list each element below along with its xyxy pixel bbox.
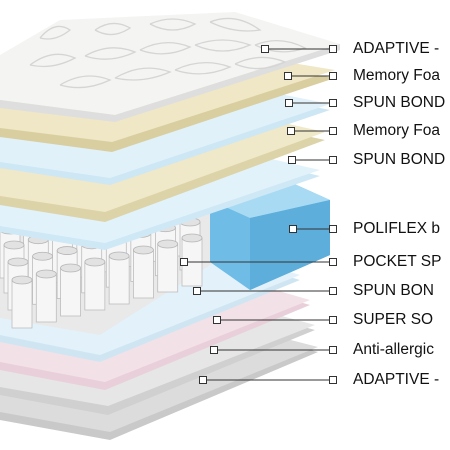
poliflex-block [210,182,330,290]
layer-label-5: POLIFLEX b [353,220,441,237]
leader-10 [199,376,337,384]
leader-3 [287,127,337,135]
layer-label-1: Memory Foa [353,67,440,84]
layer-label-10: ADAPTIVE - [353,371,440,388]
leader-1 [284,72,337,80]
spring-26 [60,263,81,317]
leader-8 [213,316,337,324]
spring-30 [157,239,179,293]
leader-9 [210,346,337,354]
leader-7 [193,287,337,295]
layer-label-9: Anti-allergic [353,341,434,358]
spring-29 [133,245,154,299]
layer-top-quilted [0,12,340,122]
leader-6 [180,258,337,266]
layer-label-7: SPUN BON [353,282,434,299]
layer-label-6: POCKET SP [353,253,442,270]
leader-0 [261,45,337,53]
layer-label-3: Memory Foa [353,122,440,139]
leader-4 [288,156,337,164]
spring-27 [84,257,106,311]
layer-label-4: SPUN BOND [353,151,446,168]
layer-label-2: SPUN BOND [353,94,446,111]
layer-label-8: SUPER SO [353,311,434,328]
spring-24 [11,275,33,329]
leader-2 [285,99,337,107]
leader-5 [289,225,337,233]
spring-25 [35,269,57,323]
layer-label-0: ADAPTIVE - [353,40,440,57]
spring-28 [108,251,130,305]
